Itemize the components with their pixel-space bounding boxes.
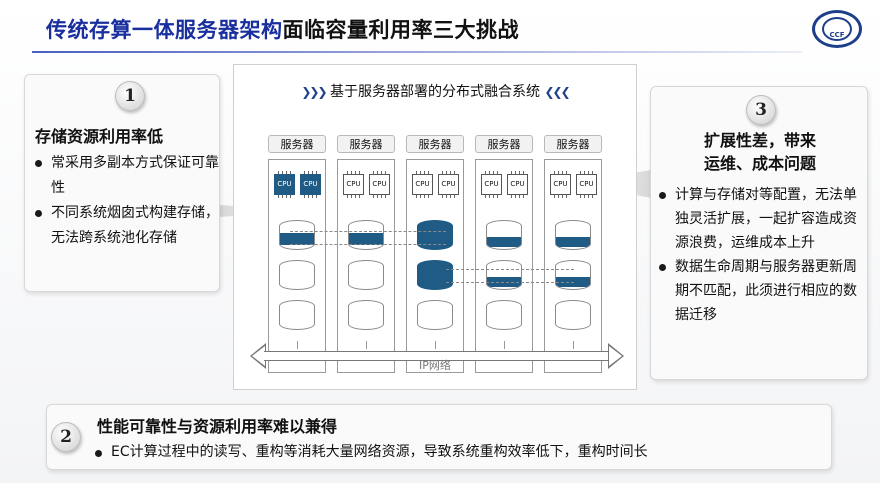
- logo-text: CCF: [829, 31, 845, 39]
- disk-icon: [279, 220, 315, 250]
- network-drop: [435, 341, 436, 349]
- network-drop: [297, 341, 298, 349]
- server-label: 服务器: [337, 135, 395, 153]
- server-label: 服务器: [475, 135, 533, 153]
- title-highlight: 传统存算一体服务器架构: [46, 18, 283, 42]
- bullet-list: 常采用多副本方式保证可靠性 不同系统烟囱式构建存储，无法跨系统池化存储: [33, 151, 219, 251]
- network-drop: [504, 341, 505, 349]
- disk-icon: [555, 220, 591, 250]
- cpu-icon: CPU: [576, 171, 597, 198]
- ip-network-bar: [250, 343, 624, 369]
- cpu-icon: CPU: [481, 171, 502, 198]
- disk-icon: [417, 220, 453, 250]
- server-4: 服务器 CPU CPU: [475, 135, 533, 409]
- challenge-title: 存储资源利用率低: [35, 127, 164, 146]
- server-2: 服务器 CPU CPU: [337, 135, 395, 409]
- arrow-right-icon: [608, 343, 624, 369]
- cpu-icon: CPU: [507, 171, 528, 198]
- challenge-title: 性能可靠性与资源利用率难以兼得: [97, 417, 338, 436]
- ccf-logo: CCF: [812, 10, 862, 48]
- header-divider: [32, 51, 802, 53]
- number-badge: 2: [51, 422, 81, 452]
- arrow-left-icon: [250, 343, 266, 369]
- disk-icon: [486, 220, 522, 250]
- cpu-icon: CPU: [369, 171, 390, 198]
- title-line: 运维、成本问题: [703, 154, 816, 173]
- cpu-icon: CPU: [343, 171, 364, 198]
- challenge-box-2: 2 性能可靠性与资源利用率难以兼得 EC计算过程中的读写、重构等消耗大量网络资源…: [46, 404, 832, 470]
- page-title: 传统存算一体服务器架构面临容量利用率三大挑战: [46, 14, 519, 44]
- bullet-item: EC计算过程中的读写、重构等消耗大量网络资源，导致系统重构效率低下，重构时间长: [93, 441, 833, 463]
- server-3: 服务器 CPU CPU: [406, 135, 464, 409]
- network-drop: [573, 341, 574, 349]
- number-badge: 3: [746, 95, 776, 125]
- cpu-icon: CPU: [550, 171, 571, 198]
- server-body: CPU CPU: [406, 159, 464, 373]
- bullet-list: 计算与存储对等配置，无法单独灵活扩展，一起扩容造成资源浪费，运维成本上升 数据生…: [657, 183, 869, 327]
- disk-icon: [417, 300, 453, 330]
- network-label: IP网络: [419, 359, 451, 372]
- disk-icon: [348, 300, 384, 330]
- disk-icon: [555, 300, 591, 330]
- challenge-box-3: 3 扩展性差，带来 运维、成本问题 计算与存储对等配置，无法单独灵活扩展，一起扩…: [650, 86, 868, 380]
- diagram-title-row: ❯❯❯ 基于服务器部署的分布式融合系统 ❮❮❮: [234, 81, 636, 101]
- cpu-icon: CPU: [274, 171, 295, 198]
- cpu-icon: CPU: [300, 171, 321, 198]
- server-1: 服务器 CPU CPU: [268, 135, 326, 409]
- disk-icon: [279, 300, 315, 330]
- chevron-right-icon: ❯❯❯: [301, 85, 327, 99]
- disk-icon: [486, 300, 522, 330]
- server-label: 服务器: [268, 135, 326, 153]
- number-badge: 1: [115, 81, 145, 111]
- server-body: CPU CPU: [475, 159, 533, 373]
- data-link: [290, 231, 446, 245]
- bullet-list: EC计算过程中的读写、重构等消耗大量网络资源，导致系统重构效率低下，重构时间长: [93, 441, 833, 463]
- bullet-item: 计算与存储对等配置，无法单独灵活扩展，一起扩容造成资源浪费，运维成本上升: [657, 183, 869, 255]
- disk-icon: [417, 260, 453, 290]
- bullet-item: 数据生命周期与服务器更新周期不匹配，此须进行相应的数据迁移: [657, 255, 869, 327]
- challenge-title: 扩展性差，带来 运维、成本问题: [651, 129, 869, 175]
- architecture-diagram: ❯❯❯ 基于服务器部署的分布式融合系统 ❮❮❮ 服务器 CPU CPU 服务器 …: [233, 64, 637, 390]
- challenge-box-1: 1 存储资源利用率低 常采用多副本方式保证可靠性 不同系统烟囱式构建存储，无法跨…: [24, 74, 220, 292]
- network-drop: [366, 341, 367, 349]
- server-body: CPU CPU: [337, 159, 395, 373]
- cpu-icon: CPU: [412, 171, 433, 198]
- disk-icon: [348, 220, 384, 250]
- diagram-title: 基于服务器部署的分布式融合系统: [330, 84, 540, 100]
- bullet-item: 常采用多副本方式保证可靠性: [33, 151, 219, 201]
- title-line: 扩展性差，带来: [703, 131, 816, 150]
- server-label: 服务器: [544, 135, 602, 153]
- disk-icon: [348, 260, 384, 290]
- data-link: [446, 269, 574, 283]
- cpu-icon: CPU: [438, 171, 459, 198]
- chevron-left-icon: ❮❮❮: [544, 85, 570, 99]
- server-label: 服务器: [406, 135, 464, 153]
- server-body: CPU CPU: [268, 159, 326, 373]
- logo-emblem: CCF: [822, 17, 852, 41]
- server-5: 服务器 CPU CPU: [544, 135, 602, 409]
- server-body: CPU CPU: [544, 159, 602, 373]
- network-line: [264, 351, 610, 361]
- bullet-item: 不同系统烟囱式构建存储，无法跨系统池化存储: [33, 201, 219, 251]
- disk-icon: [279, 260, 315, 290]
- title-rest: 面临容量利用率三大挑战: [282, 18, 519, 42]
